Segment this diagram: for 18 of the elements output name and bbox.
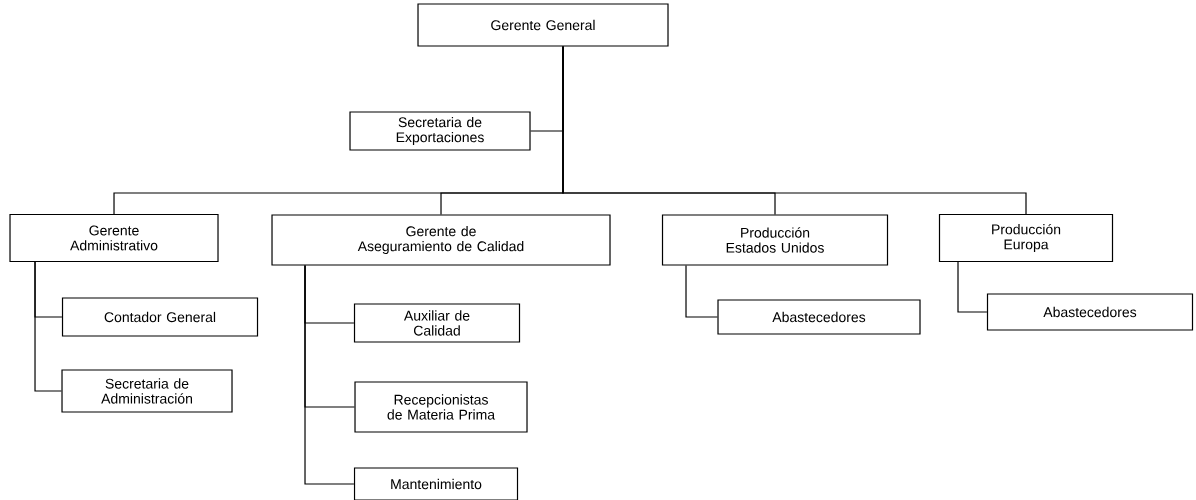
org-box: Abastecedores [717,299,921,335]
org-box: Secretaria de Administración [61,369,233,413]
org-box: Contador General [61,297,259,337]
org-box: Producción Europa [938,213,1114,263]
org-box: Gerente de Aseguramiento de Calidad [271,214,611,266]
org-box: Recepcionistas de Materia Prima [354,381,528,433]
org-box: Gerente Administrativo [9,213,219,263]
org-box: Auxiliar de Calidad [353,303,521,343]
connector-line [685,265,718,318]
org-box: Abastecedores [986,293,1194,331]
org-box: Gerente General [417,3,669,47]
org-box: Secretaria de Exportaciones [349,111,531,151]
org-box: Mantenimiento [353,467,519,500]
connector-line [562,46,1027,215]
org-box: Producción Estados Unidos [661,214,889,266]
connector-line [304,265,355,485]
connector-line [957,261,988,313]
connector-line [34,261,62,392]
